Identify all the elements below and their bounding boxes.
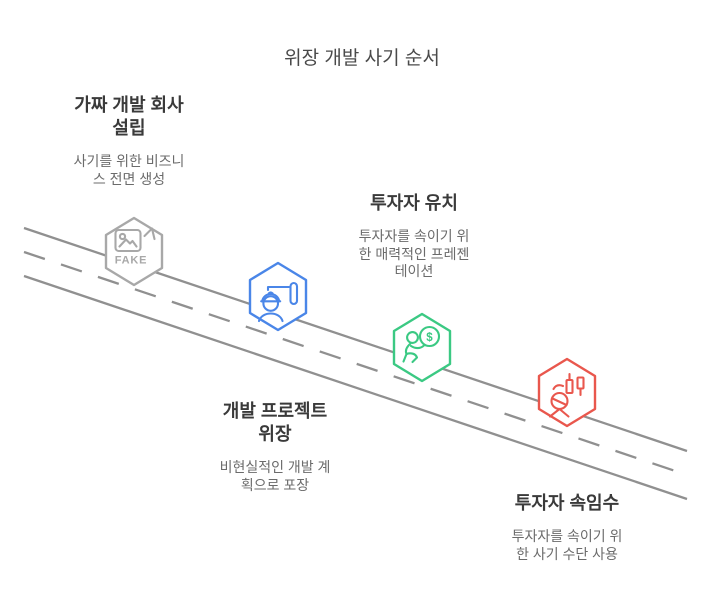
blueprint-roll [289,281,299,306]
step3-investor-attraction-hexagon: $ [390,312,454,383]
construction-worker-icon [257,281,299,323]
step-heading: 투자자 유치 [370,193,458,213]
shoulders [257,312,284,323]
step-heading: 투자자 속임수 [514,493,620,513]
step1-fake-company-hexagon: FAKE [102,216,166,287]
fake-badge-text: FAKE [115,255,148,267]
step4-investor-deception-hexagon [535,357,599,428]
fake-photo-icon [114,227,156,253]
trader-candlestick-icon [548,372,585,418]
page-title: 위장 개발 사기 순서 [284,48,440,69]
road-bottom-line [23,274,688,501]
dollar-coin [418,325,441,348]
blueprint-roll [266,285,291,292]
dollar-sign: $ [426,332,433,344]
money-seeker-icon [402,325,441,364]
step2-project-disguise-hexagon [246,261,310,332]
